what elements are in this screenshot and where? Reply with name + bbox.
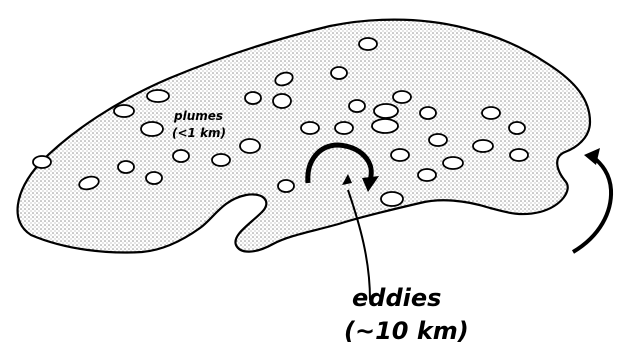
plume	[301, 122, 319, 134]
eddies-label: eddies	[352, 284, 441, 312]
plume	[391, 149, 409, 161]
plume	[331, 67, 347, 79]
plume	[420, 107, 436, 119]
plumes-label: plumes	[173, 109, 223, 123]
plume	[335, 122, 353, 134]
plume	[173, 150, 189, 162]
plume	[429, 134, 447, 146]
plume	[482, 107, 500, 119]
plumes-size-label: (<1 km)	[172, 126, 226, 140]
plume	[141, 122, 163, 136]
basin-rotation-arrow-icon	[573, 156, 611, 252]
plume	[473, 140, 493, 152]
basin-region	[18, 20, 590, 253]
plume	[393, 91, 411, 103]
eddies-size-label: (~10 km)	[344, 317, 469, 345]
plume	[418, 169, 436, 181]
plume	[278, 180, 294, 192]
plume	[146, 172, 162, 184]
plume	[245, 92, 261, 104]
plume	[372, 119, 398, 133]
plume	[33, 156, 51, 168]
plume	[509, 122, 525, 134]
plume	[374, 104, 398, 118]
plume	[273, 94, 291, 108]
plume	[510, 149, 528, 161]
plume	[240, 139, 260, 153]
plume	[381, 192, 403, 206]
plume	[359, 38, 377, 50]
plume	[114, 105, 134, 117]
plume	[147, 90, 169, 102]
plume	[212, 154, 230, 166]
plume	[349, 100, 365, 112]
plume	[118, 161, 134, 173]
plume	[443, 157, 463, 169]
